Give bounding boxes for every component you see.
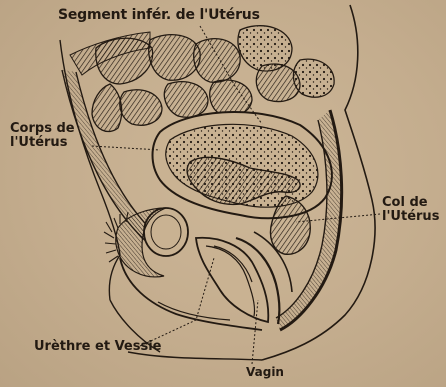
leader-corps — [92, 146, 160, 150]
label-col-line2: l'Utérus — [382, 210, 439, 224]
label-corps-line2: l'Utérus — [10, 136, 75, 150]
label-col-uterus: Col de l'Utérus — [382, 196, 439, 223]
label-corps-uterus: Corps de l'Utérus — [10, 122, 75, 149]
label-vagin: Vagin — [246, 366, 284, 379]
label-segment-inferieur: Segment infér. de l'Utérus — [58, 8, 260, 23]
label-urethre-vessie: Urèthre et Vessie — [34, 340, 161, 354]
label-col-line1: Col de — [382, 196, 439, 210]
label-corps-line1: Corps de — [10, 122, 75, 136]
